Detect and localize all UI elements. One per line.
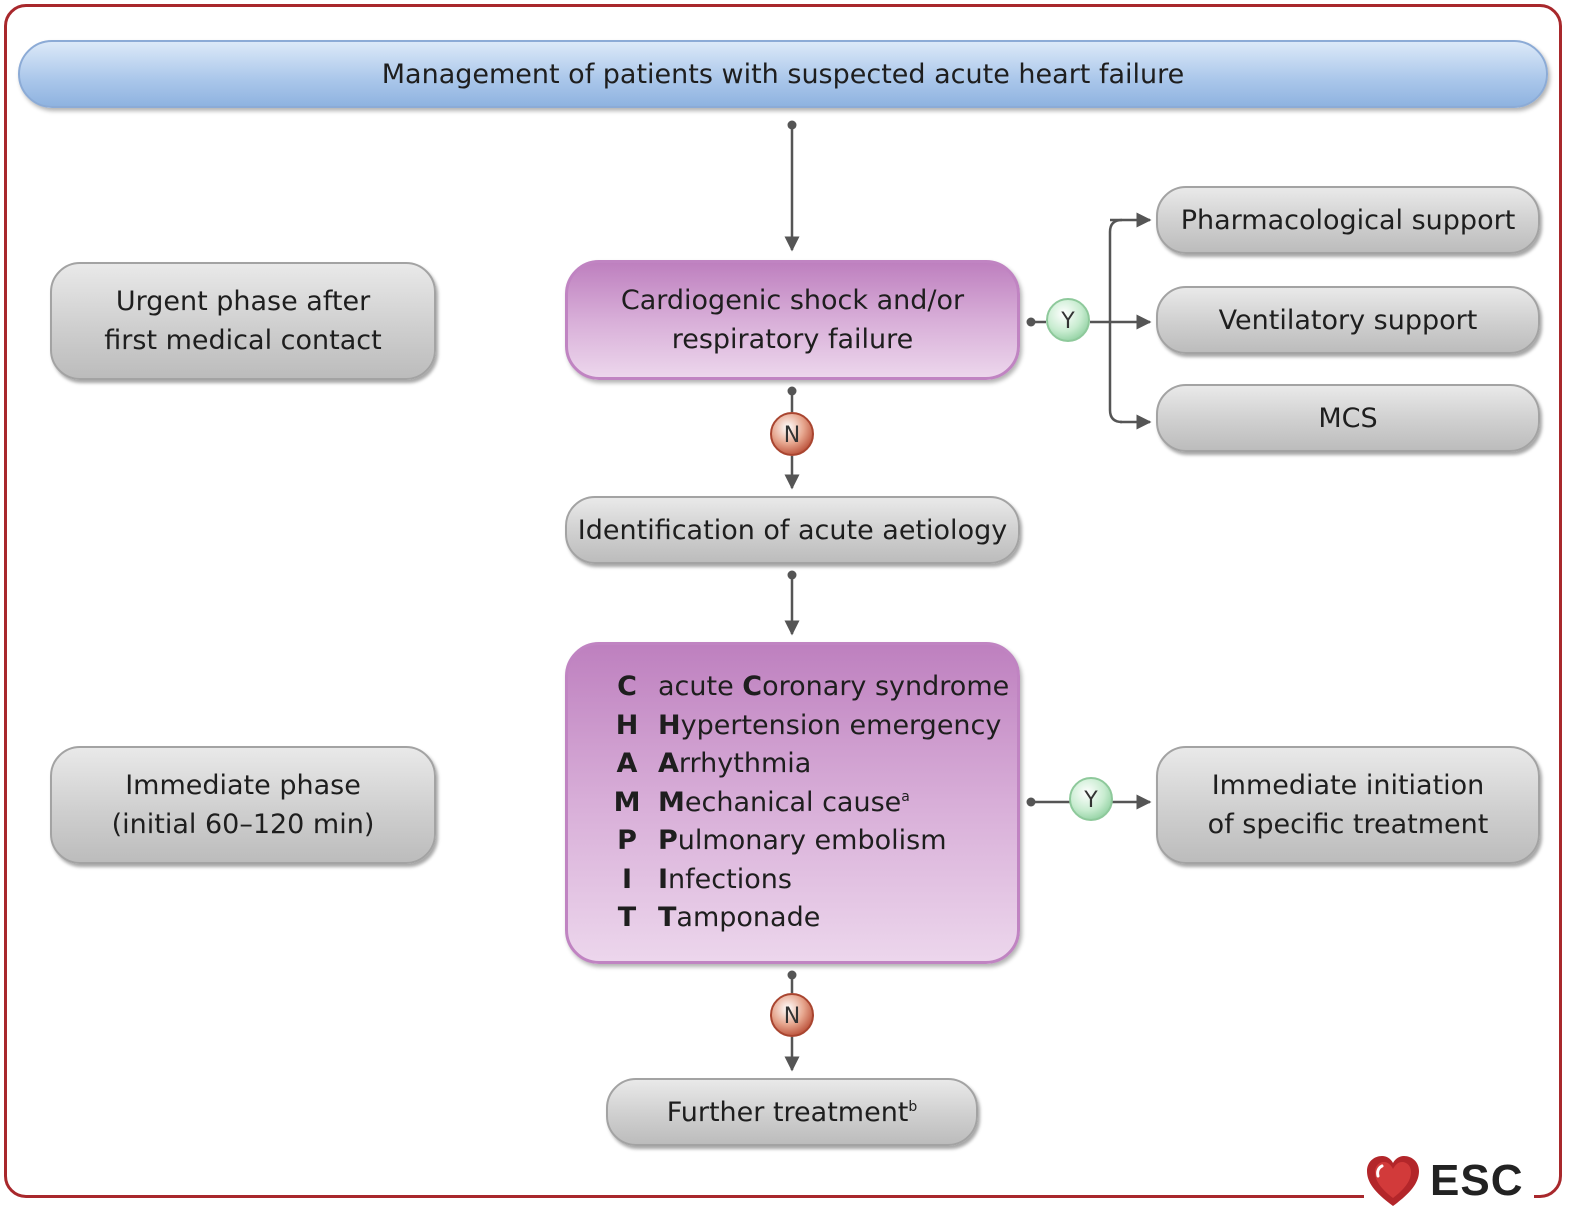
yes-badge: Y [1069,777,1113,821]
esc-logo: ESC [1364,1150,1534,1212]
immediate-phase-box: Immediate phase (initial 60–120 min) [50,746,436,864]
diagram-title: Management of patients with suspected ac… [18,40,1548,108]
urgent-phase-line-1: Urgent phase after [115,286,371,317]
champit-description: acute Coronary syndrome [658,668,1009,707]
yes-badge-label: Y [1083,788,1098,813]
connector-shock-no [784,386,800,490]
aetiology-box: Identification of acute aetiology [565,496,1020,564]
champit-letter: A [616,748,638,780]
champit-description: Arrhythmia [658,745,811,784]
cardiogenic-shock-box: Cardiogenic shock and/or respiratory fai… [565,260,1020,380]
champit-initial: I [658,863,669,895]
no-badge-label: N [784,1004,800,1029]
connector-aetiology-to-champ [784,570,800,636]
no-badge-label: N [784,423,800,448]
champit-rest: rrhythmia [678,748,812,780]
champit-rest: nfections [668,863,792,895]
champit-rest: amponade [676,902,821,934]
champit-initial: A [658,748,679,780]
champit-initial: P [658,825,678,857]
connector-champ-yes [1026,794,1152,810]
champit-letter: I [621,863,633,895]
immediate-phase-line-1: Immediate phase [125,770,361,801]
specific-treatment-line-2: of specific treatment [1207,809,1489,840]
aetiology-label: Identification of acute aetiology [577,514,1008,546]
further-treatment-text: Further treatment [666,1096,909,1128]
diagram-title-text: Management of patients with suspected ac… [381,58,1185,90]
urgent-phase-line-2: first medical contact [104,325,382,356]
connector-champ-no [784,970,800,1072]
further-treatment-footnote: b [908,1098,918,1115]
mcs-box: MCS [1156,384,1540,452]
further-treatment-box: Further treatmentb [606,1078,978,1146]
champit-initial: M [658,786,685,818]
champit-description: Pulmonary embolism [658,822,947,861]
champit-description: Mechanical causea [658,784,910,823]
mcs-label: MCS [1318,402,1378,434]
champit-initial: H [658,709,681,741]
champit-letter: C [617,671,637,703]
champit-rest: echanical cause [684,786,902,818]
champit-description: Infections [658,861,792,900]
champit-letter: P [617,825,637,857]
pharmacological-support-label: Pharmacological support [1180,204,1516,236]
shock-line-1: Cardiogenic shock and/or [620,285,965,316]
specific-treatment-line-1: Immediate initiation [1211,770,1485,801]
shock-line-2: respiratory failure [671,324,914,355]
champit-letter: T [617,902,637,934]
no-badge: N [770,412,814,456]
champit-description: Hypertension emergency [658,707,1001,746]
urgent-phase-box: Urgent phase after first medical contact [50,262,436,380]
ventilatory-support-box: Ventilatory support [1156,286,1540,354]
ventilatory-support-label: Ventilatory support [1218,304,1478,336]
pharmacological-support-box: Pharmacological support [1156,186,1540,254]
champit-rest: oronary syndrome [762,671,1010,703]
no-badge: N [770,993,814,1037]
champit-rest: ypertension emergency [680,709,1002,741]
champit-footnote: a [901,788,910,805]
specific-treatment-box: Immediate initiation of specific treatme… [1156,746,1540,864]
champit-initial: C [742,671,763,703]
champit-prefix: acute [658,671,743,703]
heart-icon [1367,1156,1419,1206]
diagram-frame [4,4,1562,1198]
champit-letter: H [615,709,639,741]
connector-header-to-shock [784,120,800,252]
yes-badge-label: Y [1060,309,1075,334]
esc-logo-text: ESC [1430,1156,1524,1205]
champit-initial: T [658,902,677,934]
champit-rest: ulmonary embolism [677,825,947,857]
champit-letter: M [613,786,641,818]
immediate-phase-line-2: (initial 60–120 min) [111,809,375,840]
connector-shock-yes [1026,212,1152,430]
further-treatment-label: Further treatmentb [667,1093,918,1132]
champit-description: Tamponade [658,899,820,938]
yes-badge: Y [1046,298,1090,342]
